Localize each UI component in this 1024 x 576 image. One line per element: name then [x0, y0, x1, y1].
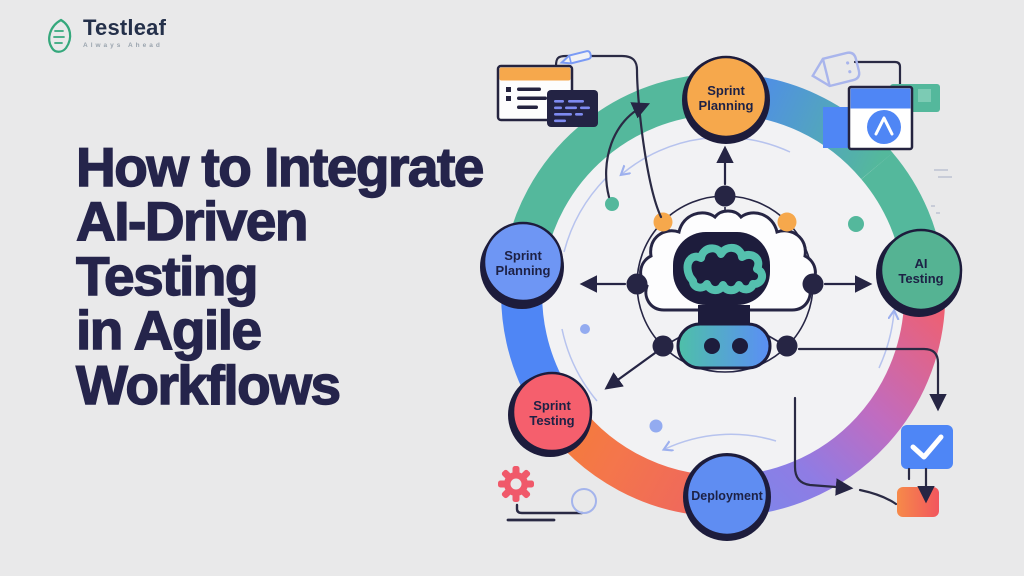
node-deployment: Deployment	[683, 453, 771, 541]
node-ai-testing: AI Testing	[876, 228, 963, 317]
brand-name: Testleaf	[83, 15, 167, 40]
curved-arrow-into-ring	[605, 102, 651, 199]
node-sprint-testing: Sprint Testing	[508, 371, 593, 457]
code-terminal-icon	[547, 90, 598, 127]
node-sprint-planning-top: Sprint Planning	[682, 55, 770, 144]
svg-text:Planning: Planning	[699, 98, 754, 113]
package-icon	[897, 487, 939, 517]
svg-text:Deployment: Deployment	[691, 489, 763, 503]
arrow-down-left	[604, 351, 657, 390]
logo: Testleaf Always Ahead	[46, 17, 166, 55]
page-title: How to Integrate AI-Driven Testing in Ag…	[75, 136, 485, 416]
robot-body	[676, 322, 772, 370]
leaf-icon	[48, 18, 72, 53]
tag-icon	[811, 51, 861, 88]
circle-outline-icon	[571, 488, 597, 514]
svg-text:Sprint: Sprint	[504, 248, 542, 263]
decor-dots	[580, 197, 864, 433]
underline-lines	[506, 503, 584, 522]
svg-text:Planning: Planning	[496, 263, 551, 278]
robot-eye-left	[704, 338, 720, 354]
browser-window-icon	[823, 84, 940, 151]
ai-robot-brain-icon	[639, 209, 817, 370]
pen-icon	[559, 50, 592, 65]
decor-arcs	[561, 136, 894, 449]
brand-tagline: Always Ahead	[83, 42, 163, 49]
checkbox-icon	[901, 425, 953, 469]
card-connector	[554, 54, 663, 219]
checkbox-connectors	[907, 467, 935, 504]
svg-text:Testing: Testing	[898, 271, 943, 286]
node-to-checkbox	[797, 347, 947, 412]
gear-icon	[498, 466, 534, 502]
tag-connector	[853, 60, 902, 90]
decor-dashes	[931, 169, 952, 214]
brain-squiggle	[683, 243, 767, 295]
node-sprint-planning-left: Sprint Planning	[480, 221, 564, 309]
connectors	[554, 54, 947, 506]
down-to-package-a	[793, 396, 854, 496]
svg-text:Testing: Testing	[529, 413, 574, 428]
orbit-nodes	[626, 185, 824, 357]
down-to-package-b	[858, 488, 898, 506]
svg-text:AI: AI	[915, 256, 928, 271]
svg-text:Sprint: Sprint	[533, 398, 571, 413]
svg-text:Sprint: Sprint	[707, 83, 745, 98]
robot-eye-right	[732, 338, 748, 354]
radial-arrows	[579, 145, 873, 390]
